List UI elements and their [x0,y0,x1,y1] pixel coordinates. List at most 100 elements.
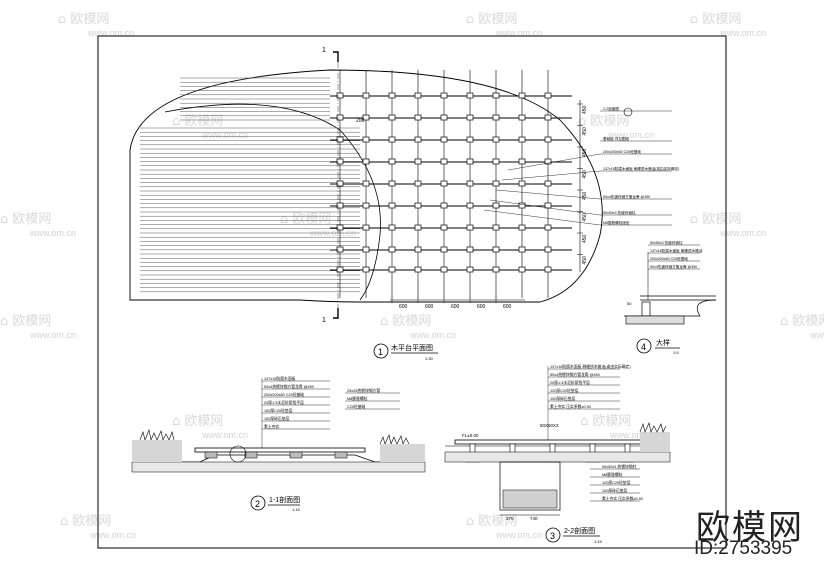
plan-note: 200x200x60 C20砼基础 [603,149,641,154]
plan-note: 50x50x3 热镀锌钢柱 [603,210,636,215]
plan-dim-vertical: 450 [582,105,588,114]
grid-post [414,136,422,143]
grid-post [414,266,422,273]
section-1-note: 50x4热镀锌钢方管龙骨 @450 [264,384,314,389]
plan-dim-horizontal: 600 [399,304,408,310]
section-2-note: 100厚碎石垫层 [550,396,576,401]
section-1-footing [204,451,218,459]
watermark-site: www.om.cn [810,330,824,340]
plan-dim-vertical: 450 [582,234,588,243]
grid-post [388,224,396,231]
grid-post [466,158,474,165]
grid-post [492,114,500,121]
section-2-note-right: 50x50x3 热镀锌钢柱 [602,464,637,469]
plan-note: 2-2剖面图 [603,106,619,111]
watermark-brand: ⌂ 欧模网 [380,314,432,329]
section-1-note: 137x18防腐木面板 [264,376,296,381]
watermark-site: www.om.cn [410,330,457,340]
section-2-note: 素土夯实 压实系数≥0.90 [550,404,591,409]
grid-post [544,202,552,209]
watermark-site: www.om.cn [90,530,137,540]
plan-deck-boards [140,77,360,293]
section-1-circle [250,495,266,511]
grid-post [518,246,526,253]
grid-post [388,180,396,187]
plan-dim-vertical: 450 [582,170,588,179]
plan-dim-vertical: 450 [582,148,588,157]
plan-dim-horizontal: 600 [503,304,512,310]
plan-dim-vertical: 450 [582,127,588,136]
grid-post [362,158,370,165]
grid-post [388,136,396,143]
plan-dim-vertical: 450 [582,191,588,200]
section-1-title: 1-1剖面图 [269,495,300,504]
watermark-brand: ⌂ 欧模网 [0,212,52,227]
plan-note: 137x18防腐木面板 刷硬质木蜡油(或由实际确定) [603,166,679,171]
grid-post [544,114,552,121]
grid-post [518,202,526,209]
section-2-scale: 1:15 [594,539,603,544]
grid-post [544,266,552,273]
watermark-brand: ⌂ 欧模网 [690,212,742,227]
grid-post [414,158,422,165]
detail-4-number: 4 [641,342,646,352]
detail-4-note: 200x200x60 C20砼基础 [650,256,688,261]
detail-4-note: 137x18防腐木面板 刷硬质木蜡油 [650,248,703,253]
detail-4-note: 50x4热镀锌钢方管龙骨 @450 [650,264,697,269]
section-2-note-right: 素土夯实 压实系数≥0.90 [602,496,643,501]
grid-post [440,180,448,187]
section-1-note-right: M8膨胀螺栓 [347,396,368,401]
grid-post [336,114,344,121]
grid-post [466,224,474,231]
section-2-note: 120厚C20砼垫层 [550,388,579,393]
plan-dim-top: 200 [356,118,365,124]
grid-post [492,136,500,143]
grid-post [492,246,500,253]
section-2-note: 50x4热镀锌钢方管龙骨 @450 [550,372,600,377]
watermark-brand: ⌂ 欧模网 [172,414,224,429]
plan-dim-horizontal: 600 [477,304,486,310]
section-1-grass [132,428,425,462]
watermark-site: www.om.cn [30,228,77,238]
grid-post [518,136,526,143]
watermark-brand: ⌂ 欧模网 [280,212,332,227]
section-1-posts [204,451,348,459]
grid-post [544,92,552,99]
section-2-number: 3 [550,531,555,541]
watermark-site: www.om.cn [610,430,657,440]
section-2-level: FL±0.00 [462,433,479,438]
grid-post [440,92,448,99]
section-2-circle [545,527,561,543]
plan-outline [129,69,603,303]
watermark-site: www.om.cn [496,530,543,540]
plan-dim-horizontal: 600 [451,304,460,310]
grid-post [466,202,474,209]
grid-post [414,202,422,209]
grid-post [518,158,526,165]
brand-model-id: ID:2753395 [694,538,793,559]
grid-post [440,202,448,209]
watermark-site: www.om.cn [202,130,249,140]
section-2-annotations: 137x18防腐木面板 刷硬质木蜡油(或由实际确定)50x4热镀锌钢方管龙骨 @… [547,364,643,502]
section-2-note: 20厚1:3水泥砂浆找平层 [550,380,590,385]
section-1-footing [334,451,348,459]
grid-post [362,114,370,121]
section-1-number: 2 [255,499,260,509]
grid-post [544,180,552,187]
grid-post [492,180,500,187]
grid-post [518,92,526,99]
detail-4-annotations: 50x50x3 热镀锌钢柱 137x18防腐木面板 刷硬质木蜡油 200x200x6… [648,240,703,270]
watermark-site: www.om.cn [608,130,655,140]
grid-post [336,246,344,253]
grid-post [388,266,396,273]
grid-post [414,92,422,99]
section-1-note: 100厚碎石垫层 [264,416,290,421]
grid-post [440,224,448,231]
grid-post [544,158,552,165]
grid-post [492,158,500,165]
detail-4-note: 50x50x3 热镀锌钢柱 [650,240,683,245]
